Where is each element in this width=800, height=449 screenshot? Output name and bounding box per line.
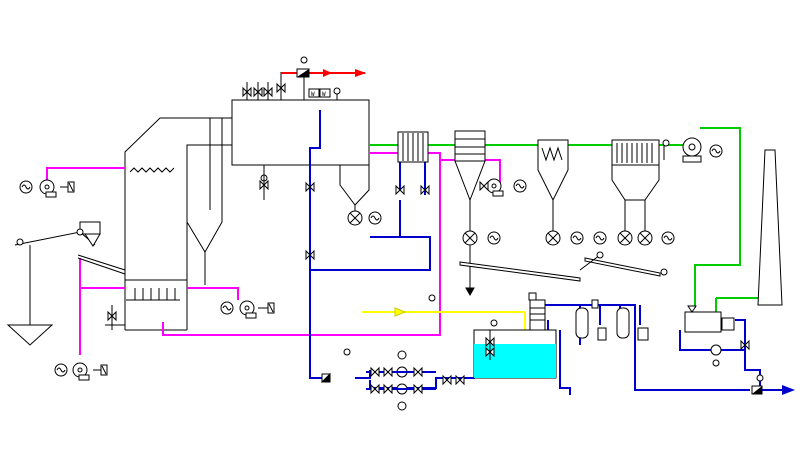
water-treatment <box>528 292 649 341</box>
condensate-tank <box>684 305 735 367</box>
ash-discharge <box>105 305 125 330</box>
cyclone-fan <box>479 178 527 197</box>
air-preheater <box>397 131 429 163</box>
feed-pump-group <box>320 348 436 411</box>
id-fan <box>682 137 723 163</box>
furnace-tubes <box>129 167 175 173</box>
misc-gauges <box>259 165 269 200</box>
main-steam-line <box>281 68 366 78</box>
boiler-furnace <box>124 99 370 331</box>
ash-conveyors <box>459 251 668 282</box>
outlet-arrow <box>751 374 795 395</box>
drum-gauge-a-label: W <box>311 91 315 98</box>
primary-air-fan <box>19 179 75 198</box>
fuel-line <box>362 294 526 330</box>
water-tank <box>473 319 557 379</box>
drum-instruments: W W <box>242 56 341 100</box>
chimney <box>757 149 783 306</box>
feeder <box>6 221 126 346</box>
grate-arrows <box>134 288 176 300</box>
drum-gauge-b-label: W <box>322 91 326 98</box>
precipitator <box>611 139 670 232</box>
cyclone-1 <box>454 130 486 297</box>
steam-drum <box>231 99 370 166</box>
cyclone-2 <box>537 139 569 235</box>
secondary-air-fan <box>54 362 108 381</box>
induced-air-fan <box>220 300 275 319</box>
